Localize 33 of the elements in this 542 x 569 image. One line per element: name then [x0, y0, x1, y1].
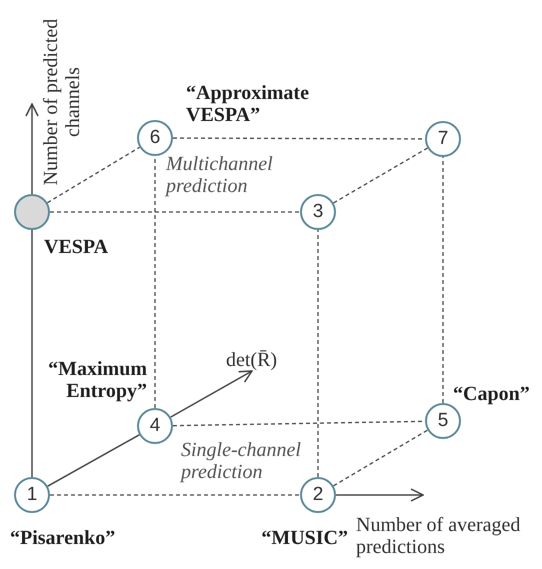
numbered-circle: 7	[425, 121, 461, 157]
method-label: “Capon”	[453, 383, 531, 405]
numbered-circle: 3	[300, 194, 336, 230]
method-label: “Approximate VESPA”	[186, 82, 310, 126]
arrow	[25, 103, 39, 194]
method-label: “Maximum Entropy”	[47, 358, 147, 402]
numbered-circle: 1	[14, 477, 50, 513]
numbered-circle: 2	[300, 477, 336, 513]
arrow	[336, 488, 424, 502]
method-label: VESPA	[44, 236, 110, 258]
region-label: Multichannel prediction	[166, 153, 274, 197]
axis-label: Number of averaged predictions	[356, 514, 522, 558]
numbered-circle: 6	[137, 120, 173, 156]
filled-circle	[14, 194, 50, 230]
dashed-line	[333, 430, 428, 486]
arrow	[170, 370, 253, 418]
numbered-circle: 4	[137, 408, 173, 444]
dashed-line	[154, 156, 156, 408]
method-label: “Pisarenko”	[10, 527, 116, 549]
dashed-line	[173, 137, 425, 140]
solid-line	[47, 434, 140, 487]
region-label: Single-channel prediction	[181, 439, 302, 483]
method-label: “MUSIC”	[260, 527, 348, 549]
dashed-line	[333, 148, 428, 204]
dashed-line	[317, 230, 319, 477]
axis-label: Number of predicted channels	[40, 7, 84, 197]
dashed-line	[442, 157, 444, 403]
numbered-circle: 5	[425, 403, 461, 439]
axis-label: det(R̄)	[226, 349, 278, 371]
dashed-line	[50, 494, 300, 496]
solid-line	[31, 230, 33, 477]
dashed-line	[50, 211, 300, 213]
dashed-line	[47, 146, 140, 204]
